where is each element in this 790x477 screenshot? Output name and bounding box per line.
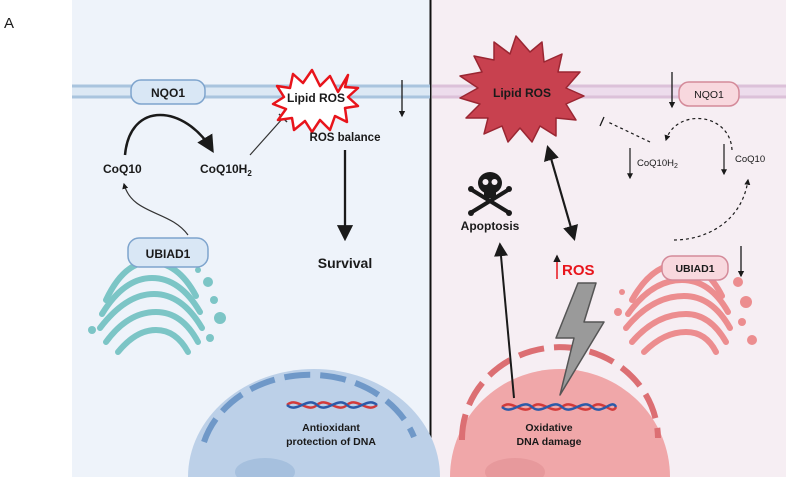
survival-label: Survival — [318, 255, 372, 271]
lipid-ros-burst-right — [459, 35, 585, 143]
ubiad1-box-left — [127, 237, 209, 268]
nqo1-box-left — [130, 79, 206, 105]
coq10h2-label-left: CoQ10H2 — [200, 162, 252, 178]
inhibition-coq10h2-lipid-ros — [249, 117, 284, 156]
ubiad1-label-right: UBIAD1 — [675, 263, 714, 275]
nucleus-left — [188, 369, 440, 477]
dna-label-right-line2: DNA damage — [517, 436, 582, 448]
nqo1-label-left: NQO1 — [151, 86, 185, 100]
inhibition-bar-right — [599, 116, 605, 127]
golgi-apparatus-left — [88, 258, 226, 355]
ros-label: ROS — [562, 262, 595, 279]
dna-helix-right — [501, 403, 618, 411]
ubiad1-box-right — [661, 255, 729, 281]
dna-label-right-line1: Oxidative — [525, 422, 572, 434]
coq10-label-left: CoQ10 — [103, 162, 142, 176]
panel-label: A — [4, 15, 14, 32]
nqo1-box-right — [678, 81, 740, 107]
lipid-ros-label-right: Lipid ROS — [493, 86, 551, 100]
lipid-ros-label-left: Lipid ROS — [287, 91, 345, 105]
coq10-label-right: CoQ10 — [735, 154, 765, 165]
dna-label-left-line1: Antioxidant — [302, 422, 360, 434]
cell-membrane-left — [72, 84, 430, 99]
arrow-coq10-to-coq10h2 — [123, 113, 214, 156]
dna-helix-left — [286, 401, 378, 409]
dna-label-left-line2: protection of DNA — [286, 436, 376, 448]
ubiad1-label-left: UBIAD1 — [146, 247, 191, 261]
coq10h2-subscript-right: 2 — [674, 163, 678, 170]
arrow-dna-damage-to-apoptosis — [494, 242, 515, 399]
coq10h2-subscript-left: 2 — [247, 169, 252, 178]
coq10h2-label-right: CoQ10H2 — [637, 158, 678, 170]
nucleus-right — [450, 344, 670, 477]
dashed-arrow-ubiad1-to-coq10 — [673, 178, 751, 241]
dashed-inhibition-coq10h2-lipid-ros — [607, 121, 651, 143]
nqo1-label-right: NQO1 — [694, 89, 724, 101]
arrow-ubiad1-to-coq10 — [122, 182, 189, 236]
skull-crossbones-icon — [468, 172, 512, 216]
bidirectional-arrow-lipid-ros-ros — [544, 145, 578, 241]
lightning-bolt-icon — [555, 282, 605, 396]
lipid-ros-burst-left — [271, 68, 360, 134]
apoptosis-label: Apoptosis — [461, 219, 520, 233]
ros-balance-label: ROS balance — [310, 132, 381, 144]
